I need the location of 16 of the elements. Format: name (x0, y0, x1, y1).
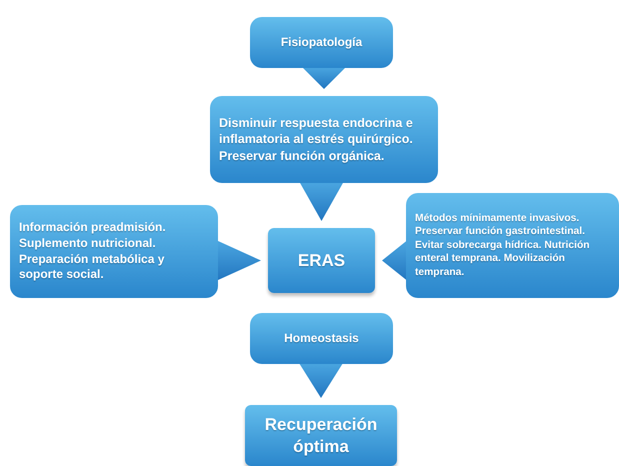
callout-box (245, 405, 397, 466)
arrow (382, 240, 407, 280)
box-text: Métodos mínimamente invasivos. Preservar función gastrointestinal. Evitar sobrecarga hídrica. Nutrición enteral temprana. Movilización temprana. (415, 212, 591, 279)
arrow (217, 240, 261, 280)
box-text: Fisiopatología (280, 34, 362, 50)
callout-box (10, 205, 218, 298)
box-text: Recuperación óptima (264, 414, 378, 457)
center-box (268, 228, 375, 293)
box-text: ERAS (298, 250, 346, 272)
box-text: Información preadmisión. Suplemento nutricional. Preparación metabólica y soporte social. (19, 220, 167, 283)
arrow (299, 363, 343, 398)
box-text: Disminuir respuesta endocrina e inflamatoria al estrés quirúrgico. Preservar función orgánica. (219, 115, 414, 164)
arrow (302, 67, 346, 89)
box-text: Homeostasis (284, 330, 359, 346)
callout-box (406, 193, 619, 298)
arrow (300, 182, 344, 221)
